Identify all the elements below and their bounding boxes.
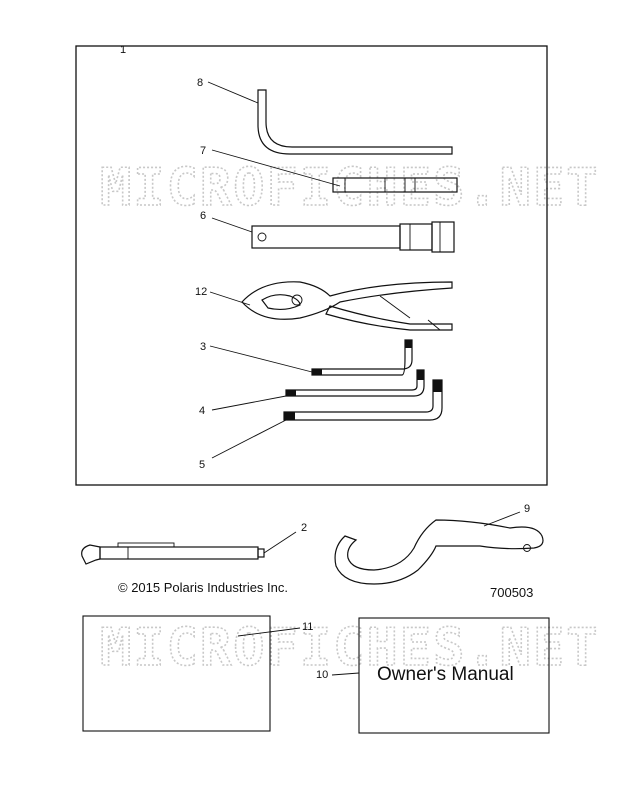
callout-11: 11: [302, 621, 313, 633]
part-9-spanner: 9: [334, 503, 544, 585]
part-2-gauge: 2: [81, 522, 307, 565]
callout-8: 8: [197, 77, 203, 89]
callout-7: 7: [200, 145, 206, 157]
callout-4: 4: [199, 405, 205, 417]
watermark-bottom: MICROFICHES.NET: [100, 618, 600, 678]
part-12-pliers: 12: [195, 281, 453, 331]
callout-3: 3: [200, 341, 206, 353]
callout-12: 12: [195, 286, 207, 298]
part-4-hex-key: 4: [199, 369, 425, 417]
callout-2: 2: [301, 522, 307, 534]
callout-6: 6: [200, 210, 206, 222]
part-10-owners-manual: Owner's Manual 10: [316, 617, 550, 734]
callout-1: 1: [120, 44, 126, 56]
part-8-hex-key: 8: [197, 77, 453, 155]
callout-10: 10: [316, 669, 328, 681]
part-6-handle: 6: [200, 210, 455, 253]
tool-kit-frame: [75, 45, 548, 486]
callout-5: 5: [199, 459, 205, 471]
figure-number: 700503: [490, 585, 533, 600]
copyright-text: © 2015 Polaris Industries Inc.: [118, 580, 288, 595]
part-5-hex-key: 5: [199, 379, 443, 471]
part-3-hex-key: 3: [200, 339, 413, 376]
part-7-extension: 7: [200, 145, 458, 193]
owners-manual-label: Owner's Manual: [377, 664, 514, 685]
callout-9: 9: [524, 503, 530, 515]
watermark-top: MICROFICHES.NET: [100, 158, 600, 218]
part-11-card: 11: [82, 615, 313, 732]
